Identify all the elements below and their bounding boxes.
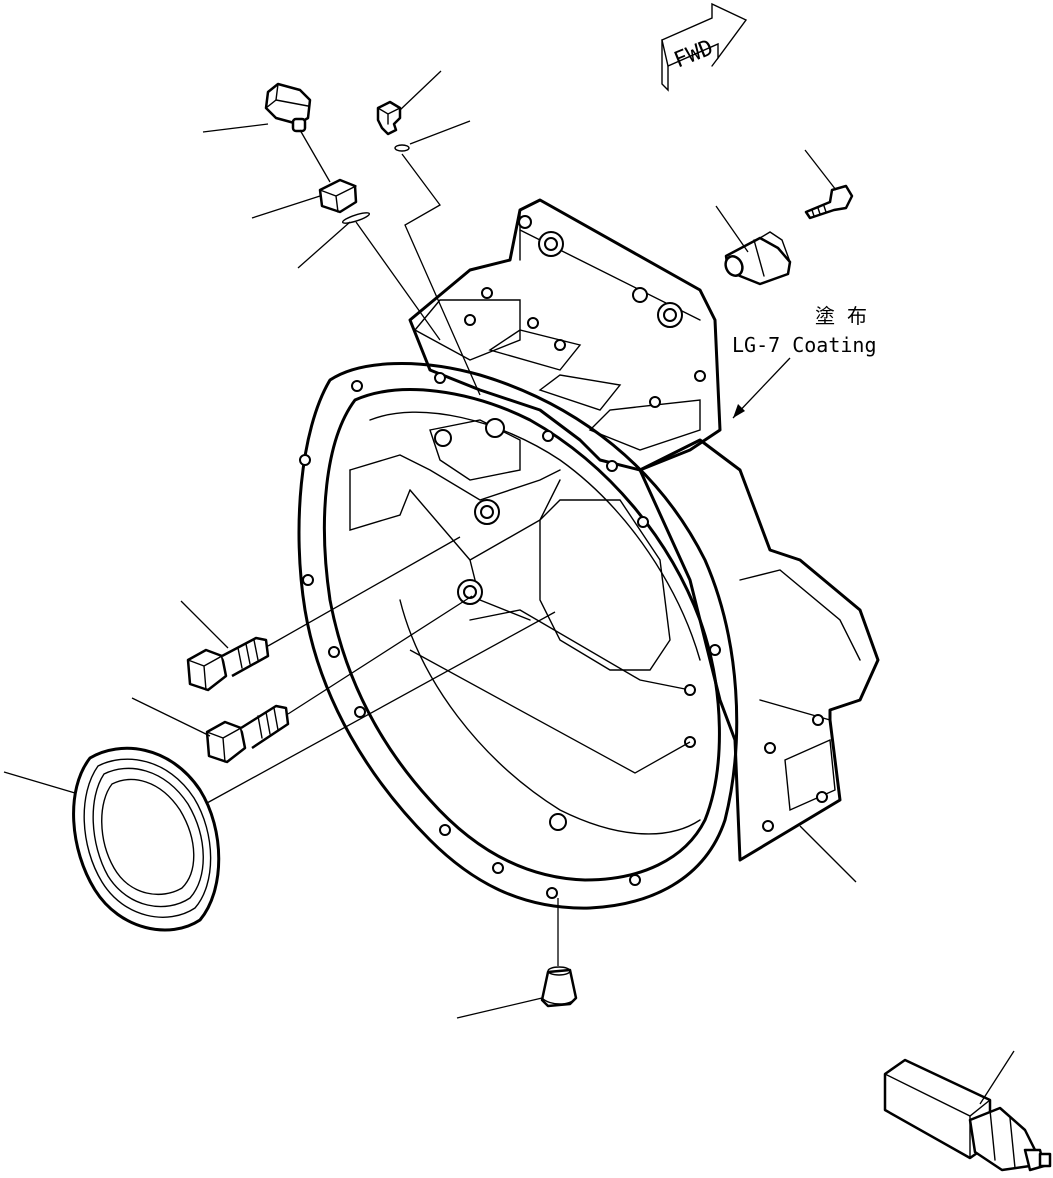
- housing-side-bracket: [638, 438, 880, 862]
- housing-flange-outer: [297, 362, 739, 910]
- fwd-direction-arrow: FWD: [661, 2, 748, 92]
- bolt-part-upper: [180, 536, 461, 692]
- coating-label: LG-7 Coating: [732, 333, 877, 357]
- bolt-part-lower: [131, 595, 473, 764]
- coating-arrowhead: [733, 404, 745, 418]
- flywheel-housing: [297, 198, 880, 910]
- small-plug-part: [376, 70, 481, 396]
- dowel-pin-part: [456, 898, 578, 1019]
- housing-leader-line: [799, 825, 857, 883]
- pressure-switch-part: [202, 82, 331, 183]
- coating-cjk-label: 塗 布: [815, 304, 867, 328]
- fwd-label: FWD: [671, 35, 717, 73]
- adapter-fitting-part: [251, 178, 358, 219]
- housing-top-block: [408, 198, 722, 472]
- o-ring-part: [297, 212, 441, 341]
- coating-annotation: 塗 布 LG-7 Coating: [732, 304, 877, 419]
- oil-seal-part: [3, 611, 556, 932]
- housing-flange-inner: [322, 388, 721, 882]
- inner-boss-3: [485, 418, 505, 438]
- speed-sensor-part: [715, 149, 854, 286]
- tool-part: [883, 1050, 1052, 1172]
